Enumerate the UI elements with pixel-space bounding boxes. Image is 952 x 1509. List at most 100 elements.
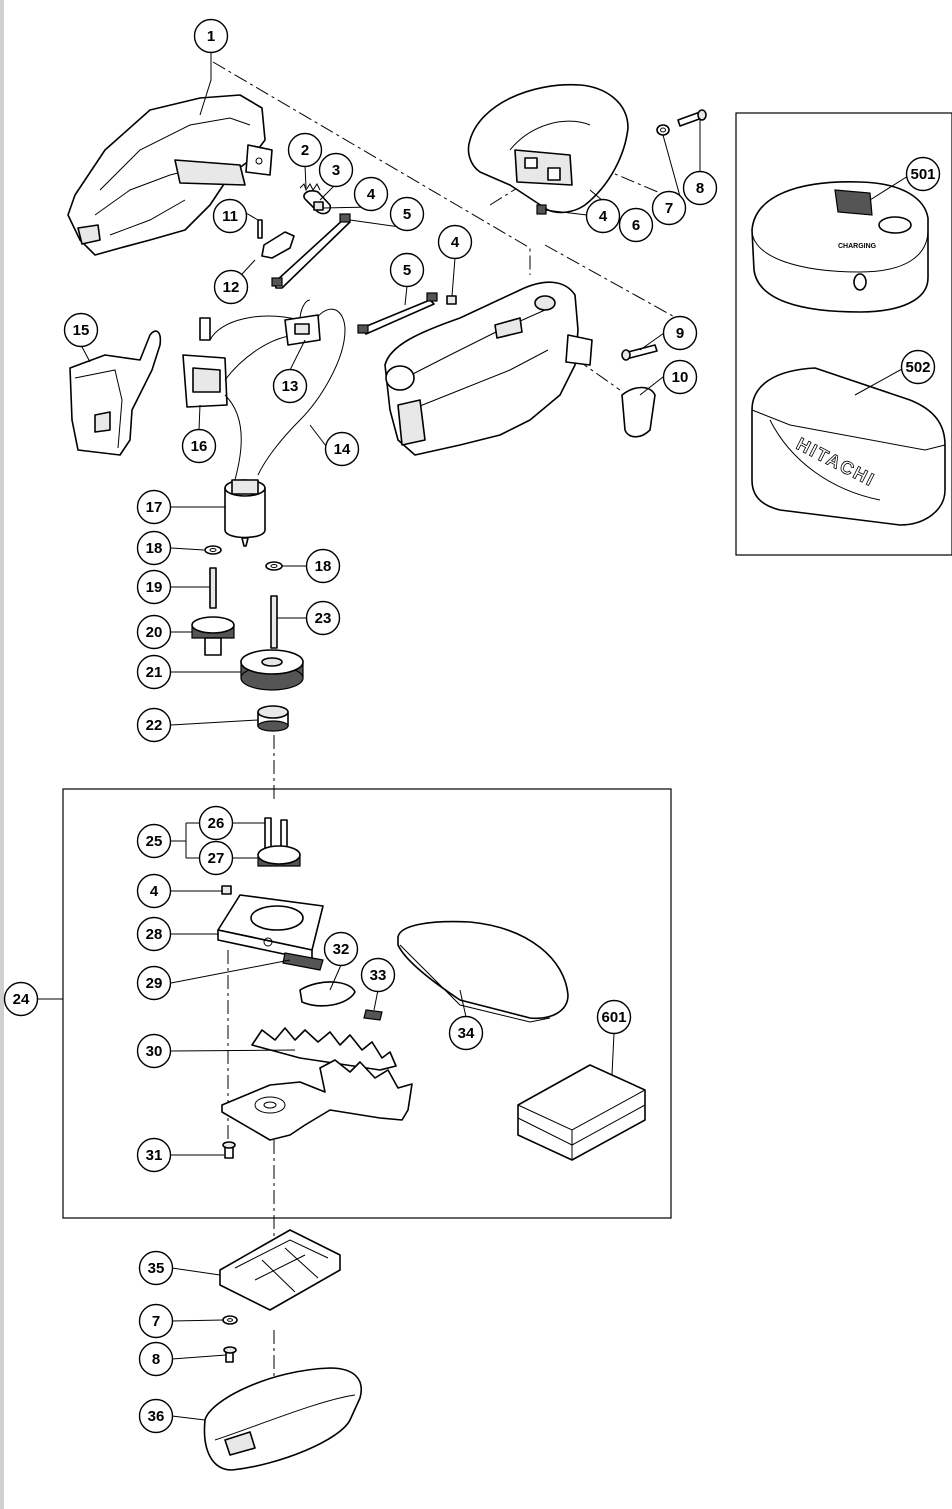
upper-blade xyxy=(251,1027,397,1071)
callout-24: 24 xyxy=(3,981,39,1017)
svg-text:4: 4 xyxy=(451,234,460,251)
charging-label: CHARGING xyxy=(838,243,877,250)
svg-text:5: 5 xyxy=(403,262,411,279)
svg-text:6: 6 xyxy=(632,217,640,234)
base-plate xyxy=(219,1229,341,1311)
top-cover xyxy=(467,83,629,215)
screw-bottom xyxy=(223,1346,237,1363)
slide-rod-right xyxy=(357,292,438,335)
left-housing xyxy=(67,94,273,256)
page-edge xyxy=(0,0,4,1509)
callout-17: 17 xyxy=(136,489,172,525)
callout-30: 30 xyxy=(136,1033,172,1069)
callout-21: 21 xyxy=(136,654,172,690)
svg-text:34: 34 xyxy=(458,1025,475,1042)
callout-13: 13 xyxy=(272,368,308,404)
svg-text:18: 18 xyxy=(146,540,163,557)
callout-4b: 4 xyxy=(437,224,473,260)
callout-32: 32 xyxy=(323,931,359,967)
washer-top xyxy=(656,124,670,136)
terminal-block xyxy=(284,314,321,346)
callout-14: 14 xyxy=(324,431,360,467)
callout-601: 601 xyxy=(596,999,632,1035)
blade-assembly-frame xyxy=(62,788,672,1219)
gear-case xyxy=(217,894,324,961)
svg-text:4: 4 xyxy=(367,186,376,203)
callout-29: 29 xyxy=(136,965,172,1001)
svg-text:25: 25 xyxy=(146,833,163,850)
lower-blade xyxy=(221,1059,413,1141)
svg-text:9: 9 xyxy=(676,325,684,342)
charger: CHARGING xyxy=(751,181,929,313)
callout-4d: 4 xyxy=(136,873,172,909)
callout-15: 15 xyxy=(63,312,99,348)
svg-text:17: 17 xyxy=(146,499,163,516)
svg-text:32: 32 xyxy=(333,941,350,958)
callout-5a: 5 xyxy=(389,196,425,232)
assembly-lines xyxy=(212,61,681,1420)
svg-text:15: 15 xyxy=(73,322,90,339)
wire-harness xyxy=(209,299,346,481)
slide-rod-left xyxy=(271,213,351,289)
callout-12: 12 xyxy=(213,269,249,305)
svg-text:3: 3 xyxy=(332,162,340,179)
right-housing xyxy=(384,281,593,456)
callout-7b: 7 xyxy=(138,1303,174,1339)
svg-text:4: 4 xyxy=(150,883,159,900)
accessory-frame xyxy=(735,112,952,556)
callout-20: 20 xyxy=(136,614,172,650)
svg-text:36: 36 xyxy=(148,1408,165,1425)
svg-text:19: 19 xyxy=(146,579,163,596)
callout-34: 34 xyxy=(448,1015,484,1051)
spring xyxy=(299,183,321,192)
callout-8b: 8 xyxy=(138,1341,174,1377)
svg-text:18: 18 xyxy=(315,558,332,575)
callout-4a: 4 xyxy=(353,176,389,212)
svg-text:7: 7 xyxy=(665,200,673,217)
nut-small xyxy=(313,201,324,211)
callout-501: 501 xyxy=(905,156,941,192)
lock-button xyxy=(261,231,295,259)
grease-case xyxy=(517,1064,646,1161)
svg-text:4: 4 xyxy=(599,208,608,225)
svg-text:8: 8 xyxy=(152,1351,160,1368)
screw-top xyxy=(677,109,707,127)
crank-disc xyxy=(257,845,301,867)
nut-right xyxy=(446,295,457,305)
small-gear xyxy=(191,616,235,656)
callout-8a: 8 xyxy=(682,170,718,206)
svg-text:23: 23 xyxy=(315,610,332,627)
svg-text:20: 20 xyxy=(146,624,163,641)
housing-screw xyxy=(621,344,658,361)
svg-text:27: 27 xyxy=(208,850,225,867)
blade-screw xyxy=(222,1141,236,1159)
callout-36: 36 xyxy=(138,1398,174,1434)
svg-text:10: 10 xyxy=(672,369,689,386)
svg-text:35: 35 xyxy=(148,1260,165,1277)
callout-1: 1 xyxy=(193,18,229,54)
svg-text:30: 30 xyxy=(146,1043,163,1060)
svg-text:22: 22 xyxy=(146,717,163,734)
callout-35: 35 xyxy=(138,1250,174,1286)
svg-text:12: 12 xyxy=(223,279,240,296)
svg-text:8: 8 xyxy=(696,180,704,197)
callout-9: 9 xyxy=(662,315,698,351)
callout-16: 16 xyxy=(181,428,217,464)
callout-18b: 18 xyxy=(305,548,341,584)
blade-sheath xyxy=(203,1367,362,1471)
washer-left xyxy=(204,545,222,555)
svg-text:1: 1 xyxy=(207,28,215,45)
washer-bottom xyxy=(222,1315,238,1325)
callout-7a: 7 xyxy=(651,190,687,226)
callout-26: 26 xyxy=(198,805,234,841)
callout-11: 11 xyxy=(212,198,248,234)
pins xyxy=(264,817,288,849)
switch-assembly xyxy=(182,317,228,408)
callout-2: 2 xyxy=(287,132,323,168)
nut-blade xyxy=(221,885,232,895)
callout-22: 22 xyxy=(136,707,172,743)
callout-33: 33 xyxy=(360,957,396,993)
pin xyxy=(257,219,263,239)
felt-pad xyxy=(299,981,356,1007)
